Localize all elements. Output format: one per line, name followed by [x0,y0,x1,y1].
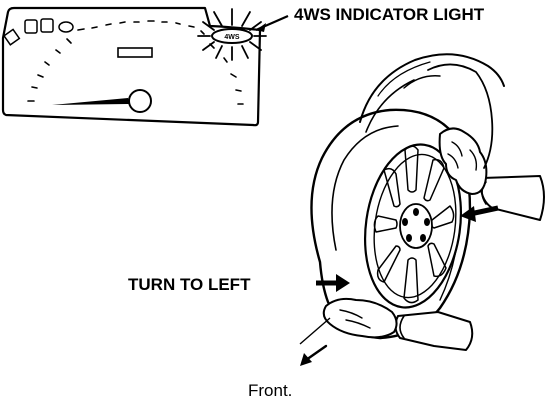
front-direction-indicator [299,317,331,366]
warning-lamp-icon [40,18,54,33]
light-burst-rays [197,8,267,61]
instrument-panel: 4WS [1,6,267,127]
fender-arch [359,53,505,123]
lower-arm-sleeve [394,311,474,351]
gauge-ticks [27,20,244,105]
indicator-label: 4WS INDICATOR LIGHT [294,5,485,24]
lug-nuts [402,208,430,242]
ground-leader-line [299,317,331,345]
push-arrow-right [460,205,499,222]
wheel-assembly [310,53,505,340]
front-label: Front. [248,381,292,400]
indicator-lens [211,28,253,44]
turn-direction-label: TURN TO LEFT [128,275,251,294]
hands [322,63,545,351]
warning-lamp-icon [58,21,74,33]
front-arrow [304,344,328,362]
indicator-lens-text: 4WS [224,34,240,41]
needle-hub [128,89,152,113]
lower-hand [322,297,398,339]
warning-lamp-icon [24,19,38,34]
pull-arrow-left [316,274,350,292]
indicator-callout: 4WS INDICATOR LIGHT [255,5,485,32]
warning-lamp-icons [2,18,74,46]
4ws-indicator-lamp: 4WS [197,8,267,61]
warning-lamp-icon [2,28,21,46]
upper-arm-sleeve [480,175,545,221]
odometer-window [117,47,153,58]
gauge-needle [52,89,152,113]
body-outline [427,63,494,169]
upper-hand [438,127,488,195]
